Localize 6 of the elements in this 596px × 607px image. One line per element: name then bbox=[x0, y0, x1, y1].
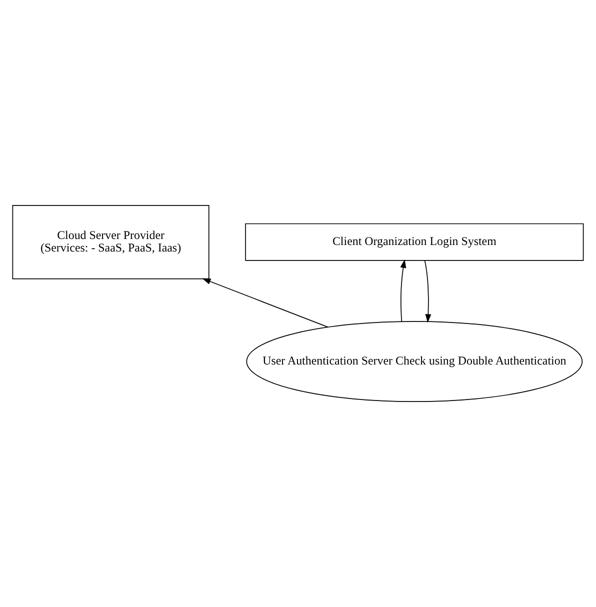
arrow bbox=[400, 259, 406, 322]
arrow bbox=[202, 278, 328, 328]
arrow bbox=[424, 260, 432, 323]
node-box: Client Organization Login System bbox=[245, 223, 584, 261]
node-ellipse: User Authentication Server Check using Double Authentication bbox=[246, 320, 583, 402]
node-box: Cloud Server Provider (Services: - SaaS, PaaS, Iaas) bbox=[12, 204, 210, 280]
